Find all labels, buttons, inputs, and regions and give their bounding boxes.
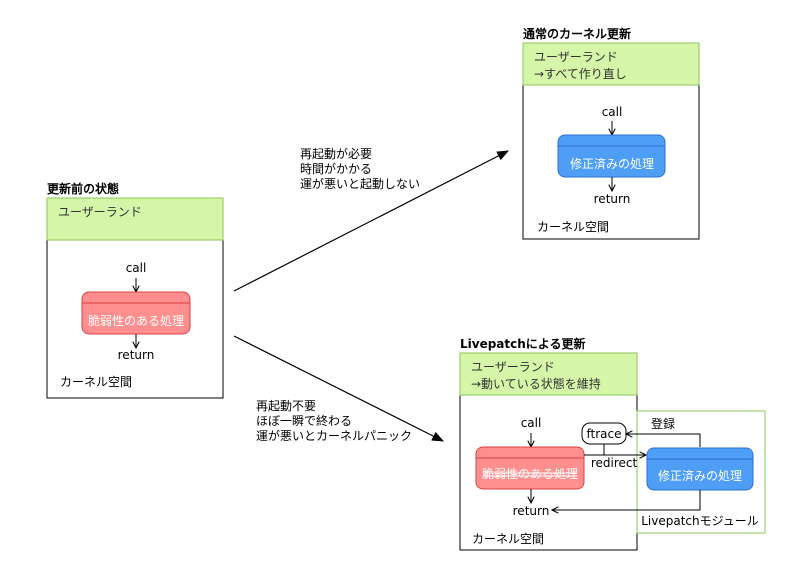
live-module-frame [636,410,766,534]
arrow-up-line3: 運が悪いと起動しない [300,176,420,191]
live-register-label: 登録 [651,416,675,431]
live-userland-box [459,352,638,396]
live-fixed-process-label: 修正済みの処理 [658,468,742,483]
before-userland-label: ユーザーランド [58,205,142,219]
normal-userland-line2: →すべて作り直し [534,67,627,81]
live-module-label: Livepatchモジュール [641,514,759,528]
arrow-down-line2: ほぼ一瞬で終わる [256,413,352,428]
before-kernel-label: カーネル空間 [60,375,132,389]
normal-userland-line1: ユーザーランド [534,50,618,64]
before-panel: 更新前の状態 ユーザーランド call 脆弱性のある処理 return カーネル… [46,181,224,399]
live-ftrace-label: ftrace [587,427,622,441]
before-call-label: call [126,261,147,275]
live-title: Livepatchによる更新 [460,336,585,351]
before-title: 更新前の状態 [47,181,119,196]
live-call-label: call [521,416,542,430]
before-userland-box [46,197,224,241]
before-return-label: return [118,348,155,362]
live-kernel-label: カーネル空間 [472,532,544,546]
normal-panel: 通常のカーネル更新 ユーザーランド →すべて作り直し call 修正済みの処理 … [522,26,700,240]
live-redirect-label: redirect [591,456,638,470]
live-userland-line2: →動いている状態を維持 [471,376,601,391]
before-vuln-process-label: 脆弱性のある処理 [88,313,184,328]
arrow-up-line1: 再起動が必要 [300,146,372,161]
normal-title: 通常のカーネル更新 [523,26,631,41]
live-register-arrow [626,434,701,447]
normal-kernel-label: カーネル空間 [537,220,609,234]
arrow-to-livepatch-update [233,335,445,442]
livepatch-panel: Livepatchによる更新 ユーザーランド →動いている状態を維持 Livep… [459,336,766,551]
arrow-down-line3: 運が悪いとカーネルパニック [256,428,412,443]
live-userland-line1: ユーザーランド [471,360,555,374]
normal-call-label: call [602,105,623,119]
normal-userland-box [522,42,700,86]
live-return-path [552,490,701,510]
arrow-up-line2: 時間がかかる [300,161,372,176]
arrow-to-normal-update [233,150,510,292]
normal-return-label: return [594,192,631,206]
arrow-down-line1: 再起動不要 [256,399,316,413]
normal-fixed-process-label: 修正済みの処理 [570,156,654,171]
live-return-label: return [513,504,550,518]
